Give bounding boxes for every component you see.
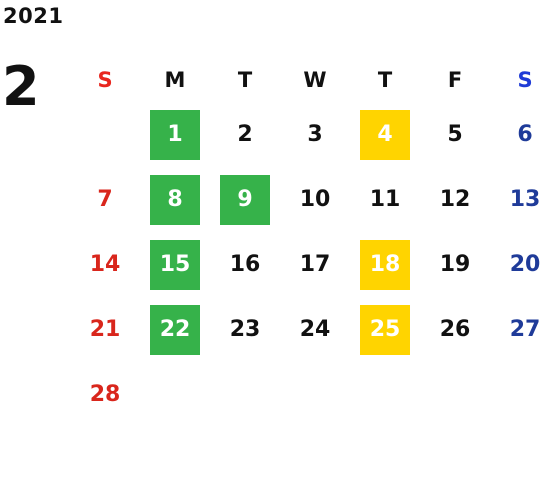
calendar-cell: 24 bbox=[280, 297, 350, 362]
calendar-day[interactable]: 1 bbox=[150, 109, 200, 160]
calendar-cell bbox=[490, 362, 548, 427]
calendar-day[interactable]: 17 bbox=[299, 252, 331, 277]
calendar-cell: 9 bbox=[210, 167, 280, 232]
calendar-day[interactable]: 18 bbox=[360, 239, 410, 290]
calendar-day[interactable]: 12 bbox=[439, 187, 471, 212]
calendar-cell: 5 bbox=[420, 102, 490, 167]
calendar-cell: 11 bbox=[350, 167, 420, 232]
calendar-cell bbox=[280, 362, 350, 427]
calendar-cell: 22 bbox=[140, 297, 210, 362]
calendar-cell: 18 bbox=[350, 232, 420, 297]
calendar-cell bbox=[350, 362, 420, 427]
calendar-cell: 4 bbox=[350, 102, 420, 167]
calendar-day[interactable]: 5 bbox=[447, 122, 463, 147]
weekday-sunday: S bbox=[97, 68, 113, 92]
calendar-day[interactable]: 26 bbox=[439, 317, 471, 342]
weekday-thursday: T bbox=[377, 68, 393, 92]
calendar-cell: 12 bbox=[420, 167, 490, 232]
calendar-cell: 1 bbox=[140, 102, 210, 167]
calendar-day[interactable]: 25 bbox=[360, 304, 410, 355]
calendar-cell bbox=[210, 362, 280, 427]
weekday-saturday: S bbox=[517, 68, 533, 92]
calendar-day[interactable]: 4 bbox=[360, 109, 410, 160]
calendar-cell: 26 bbox=[420, 297, 490, 362]
weekday-monday: M bbox=[164, 68, 186, 92]
calendar-cell: 28 bbox=[70, 362, 140, 427]
calendar-cell: 7 bbox=[70, 167, 140, 232]
calendar-day[interactable]: 8 bbox=[150, 174, 200, 225]
calendar-day[interactable]: 14 bbox=[89, 252, 121, 277]
calendar-cell: 17 bbox=[280, 232, 350, 297]
calendar-day[interactable]: 20 bbox=[509, 252, 541, 277]
calendar-day[interactable]: 2 bbox=[237, 122, 253, 147]
weekday-tuesday: T bbox=[237, 68, 253, 92]
calendar-cell: 21 bbox=[70, 297, 140, 362]
weekday-friday: F bbox=[447, 68, 463, 92]
calendar-day[interactable]: 23 bbox=[229, 317, 261, 342]
month-number: 2 bbox=[2, 55, 40, 118]
calendar-cell: 13 bbox=[490, 167, 548, 232]
calendar-day[interactable]: 7 bbox=[97, 187, 113, 212]
calendar-day[interactable]: 10 bbox=[299, 187, 331, 212]
calendar-cell bbox=[420, 362, 490, 427]
calendar-cell: 23 bbox=[210, 297, 280, 362]
calendar-day[interactable]: 28 bbox=[89, 382, 121, 407]
calendar-cell: 3 bbox=[280, 102, 350, 167]
calendar-day[interactable]: 9 bbox=[220, 174, 270, 225]
calendar-day[interactable]: 6 bbox=[517, 122, 533, 147]
calendar-day[interactable]: 3 bbox=[307, 122, 323, 147]
calendar-day[interactable]: 19 bbox=[439, 252, 471, 277]
calendar-day[interactable]: 13 bbox=[509, 187, 541, 212]
calendar-day[interactable]: 15 bbox=[150, 239, 200, 290]
weekday-wednesday: W bbox=[303, 68, 327, 92]
calendar-cell bbox=[140, 362, 210, 427]
calendar-cell: 15 bbox=[140, 232, 210, 297]
calendar-day[interactable]: 21 bbox=[89, 317, 121, 342]
calendar-day[interactable]: 27 bbox=[509, 317, 541, 342]
year-label: 2021 bbox=[3, 4, 64, 28]
calendar-day[interactable]: 24 bbox=[299, 317, 331, 342]
calendar-cell: 19 bbox=[420, 232, 490, 297]
calendar-cell: 10 bbox=[280, 167, 350, 232]
calendar-cell: 2 bbox=[210, 102, 280, 167]
calendar-cell: 20 bbox=[490, 232, 548, 297]
calendar-cell bbox=[70, 102, 140, 167]
calendar-day[interactable]: 16 bbox=[229, 252, 261, 277]
calendar-cell: 16 bbox=[210, 232, 280, 297]
calendar-cell: 8 bbox=[140, 167, 210, 232]
calendar-cell: 6 bbox=[490, 102, 548, 167]
calendar-day[interactable]: 11 bbox=[369, 187, 401, 212]
calendar-cell: 14 bbox=[70, 232, 140, 297]
calendar-cell: 27 bbox=[490, 297, 548, 362]
calendar-cell: 25 bbox=[350, 297, 420, 362]
calendar-day[interactable]: 22 bbox=[150, 304, 200, 355]
